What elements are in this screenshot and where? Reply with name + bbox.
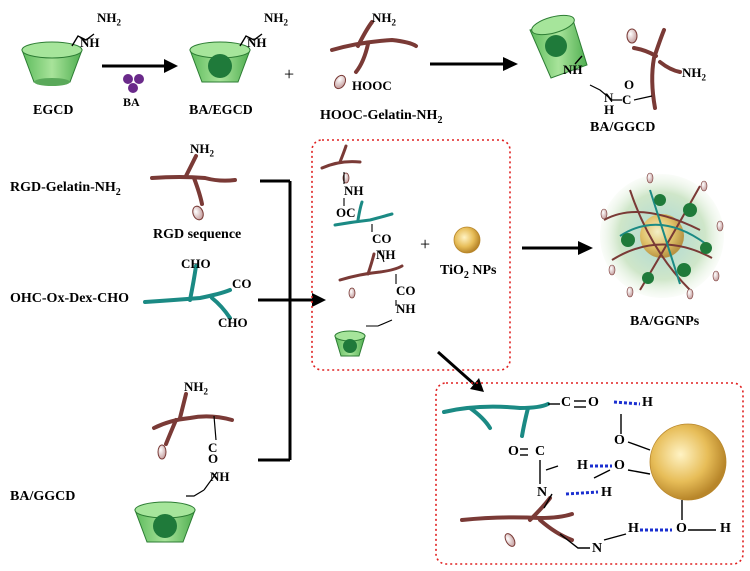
- ggcd-c: C: [622, 92, 632, 107]
- ba-ggnps-nanoparticle-icon: [600, 172, 724, 300]
- rgd-gelatin-label: RGD-Gelatin-NH2: [10, 180, 121, 198]
- ba-ggcd-left-label: BA/GGCD: [10, 489, 76, 504]
- int-o-mid: O: [614, 433, 625, 448]
- crosslink-bonds: [343, 172, 397, 327]
- ba-egcd-cup-icon: [189, 33, 263, 83]
- egcd-cup-icon: [21, 33, 95, 86]
- ba-egcd-label: BA/EGCD: [189, 103, 253, 118]
- int-h-mid: H: [577, 458, 588, 473]
- dex-cho-bottom: CHO: [218, 315, 248, 330]
- ba-egcd-nh: NH: [247, 35, 267, 50]
- merge-bracket: [258, 179, 312, 462]
- ba-ggnps-label: BA/GGNPs: [630, 314, 700, 329]
- int-h-top: H: [642, 395, 653, 410]
- ba-reagent-label: BA: [123, 95, 140, 109]
- ba-ggcd-left-cup-icon: [134, 501, 196, 543]
- dex-co: CO: [232, 276, 252, 291]
- dex-cho-top: CHO: [181, 256, 211, 271]
- ba-egcd-nh2: NH2: [264, 10, 288, 28]
- ggcd-hn: NH: [563, 62, 583, 77]
- crosslink-strands: [320, 144, 404, 282]
- ba-ggcd-top-label: BA/GGCD: [590, 120, 656, 135]
- int-n: N: [537, 485, 548, 500]
- int-h-low: H: [601, 485, 612, 500]
- box-nh-1: NH: [344, 183, 364, 198]
- int-n-bottom: N: [592, 541, 603, 556]
- tio2-label: TiO2 NPs: [440, 263, 497, 281]
- egcd-nh2: NH2: [97, 10, 121, 28]
- ggcd-nh2: NH2: [682, 65, 706, 83]
- ggcd-h: H: [604, 102, 615, 117]
- rgd-sequence-label: RGD sequence: [153, 227, 242, 242]
- arrow-detail: [437, 350, 475, 386]
- ggcd-n: N: [604, 90, 614, 105]
- interaction-gelatin: [460, 496, 574, 542]
- ba-molecule-icon: [123, 74, 144, 93]
- int-o-left: O: [508, 444, 519, 459]
- int-h-bottom: H: [628, 521, 639, 536]
- ba-ggcd-cup-icon: [529, 14, 588, 79]
- interaction-tio2-icon: [649, 423, 727, 501]
- left-o: O: [208, 451, 219, 466]
- left-nh2: NH2: [184, 379, 208, 397]
- tio2-nanoparticle-icon: [453, 226, 481, 254]
- interaction-dextran: [442, 402, 550, 438]
- dextran-strand: [143, 264, 232, 320]
- plus-sign-center: +: [420, 234, 431, 254]
- box-co-1: CO: [372, 231, 392, 246]
- ba-ggcd-gelatin: [632, 28, 682, 110]
- int-o-top: O: [588, 395, 599, 410]
- rgd-gelatin-strand: [150, 154, 237, 206]
- interaction-bonds: [520, 400, 716, 549]
- int-c-left: C: [535, 444, 546, 459]
- merge-arrow-head: [312, 293, 326, 307]
- ohc-dex-label: OHC-Ox-Dex-CHO: [10, 291, 129, 306]
- int-h-right: H: [720, 521, 731, 536]
- left-nh: NH: [210, 469, 230, 484]
- hooc-gelatin-strand: [330, 20, 418, 74]
- plus-sign-top: +: [284, 64, 295, 84]
- gelatin-hooc: HOOC: [352, 78, 392, 93]
- egcd-nh: NH: [80, 35, 100, 50]
- gelatin-end-ball: [333, 74, 347, 90]
- ba-ggcd-left-strand: [152, 392, 234, 446]
- box-nh-3: NH: [396, 301, 416, 316]
- box-co-2: CO: [396, 283, 416, 298]
- int-o-bottom: O: [676, 521, 687, 536]
- left-c: C: [208, 440, 218, 455]
- box-oc: OC: [336, 205, 356, 220]
- int-c-top: C: [561, 395, 572, 410]
- egcd-label: EGCD: [33, 103, 74, 118]
- hydrogen-bonds: [565, 400, 672, 532]
- hooc-gelatin-label: HOOC-Gelatin-NH2: [320, 108, 443, 126]
- gelatin-nh2-top: NH2: [372, 10, 396, 28]
- ggcd-o: O: [624, 77, 635, 92]
- crosslink-cup-icon: [334, 330, 366, 357]
- box-nh-2: NH: [376, 247, 396, 262]
- rgd-nh2: NH2: [190, 141, 214, 159]
- int-o-right: O: [614, 458, 625, 473]
